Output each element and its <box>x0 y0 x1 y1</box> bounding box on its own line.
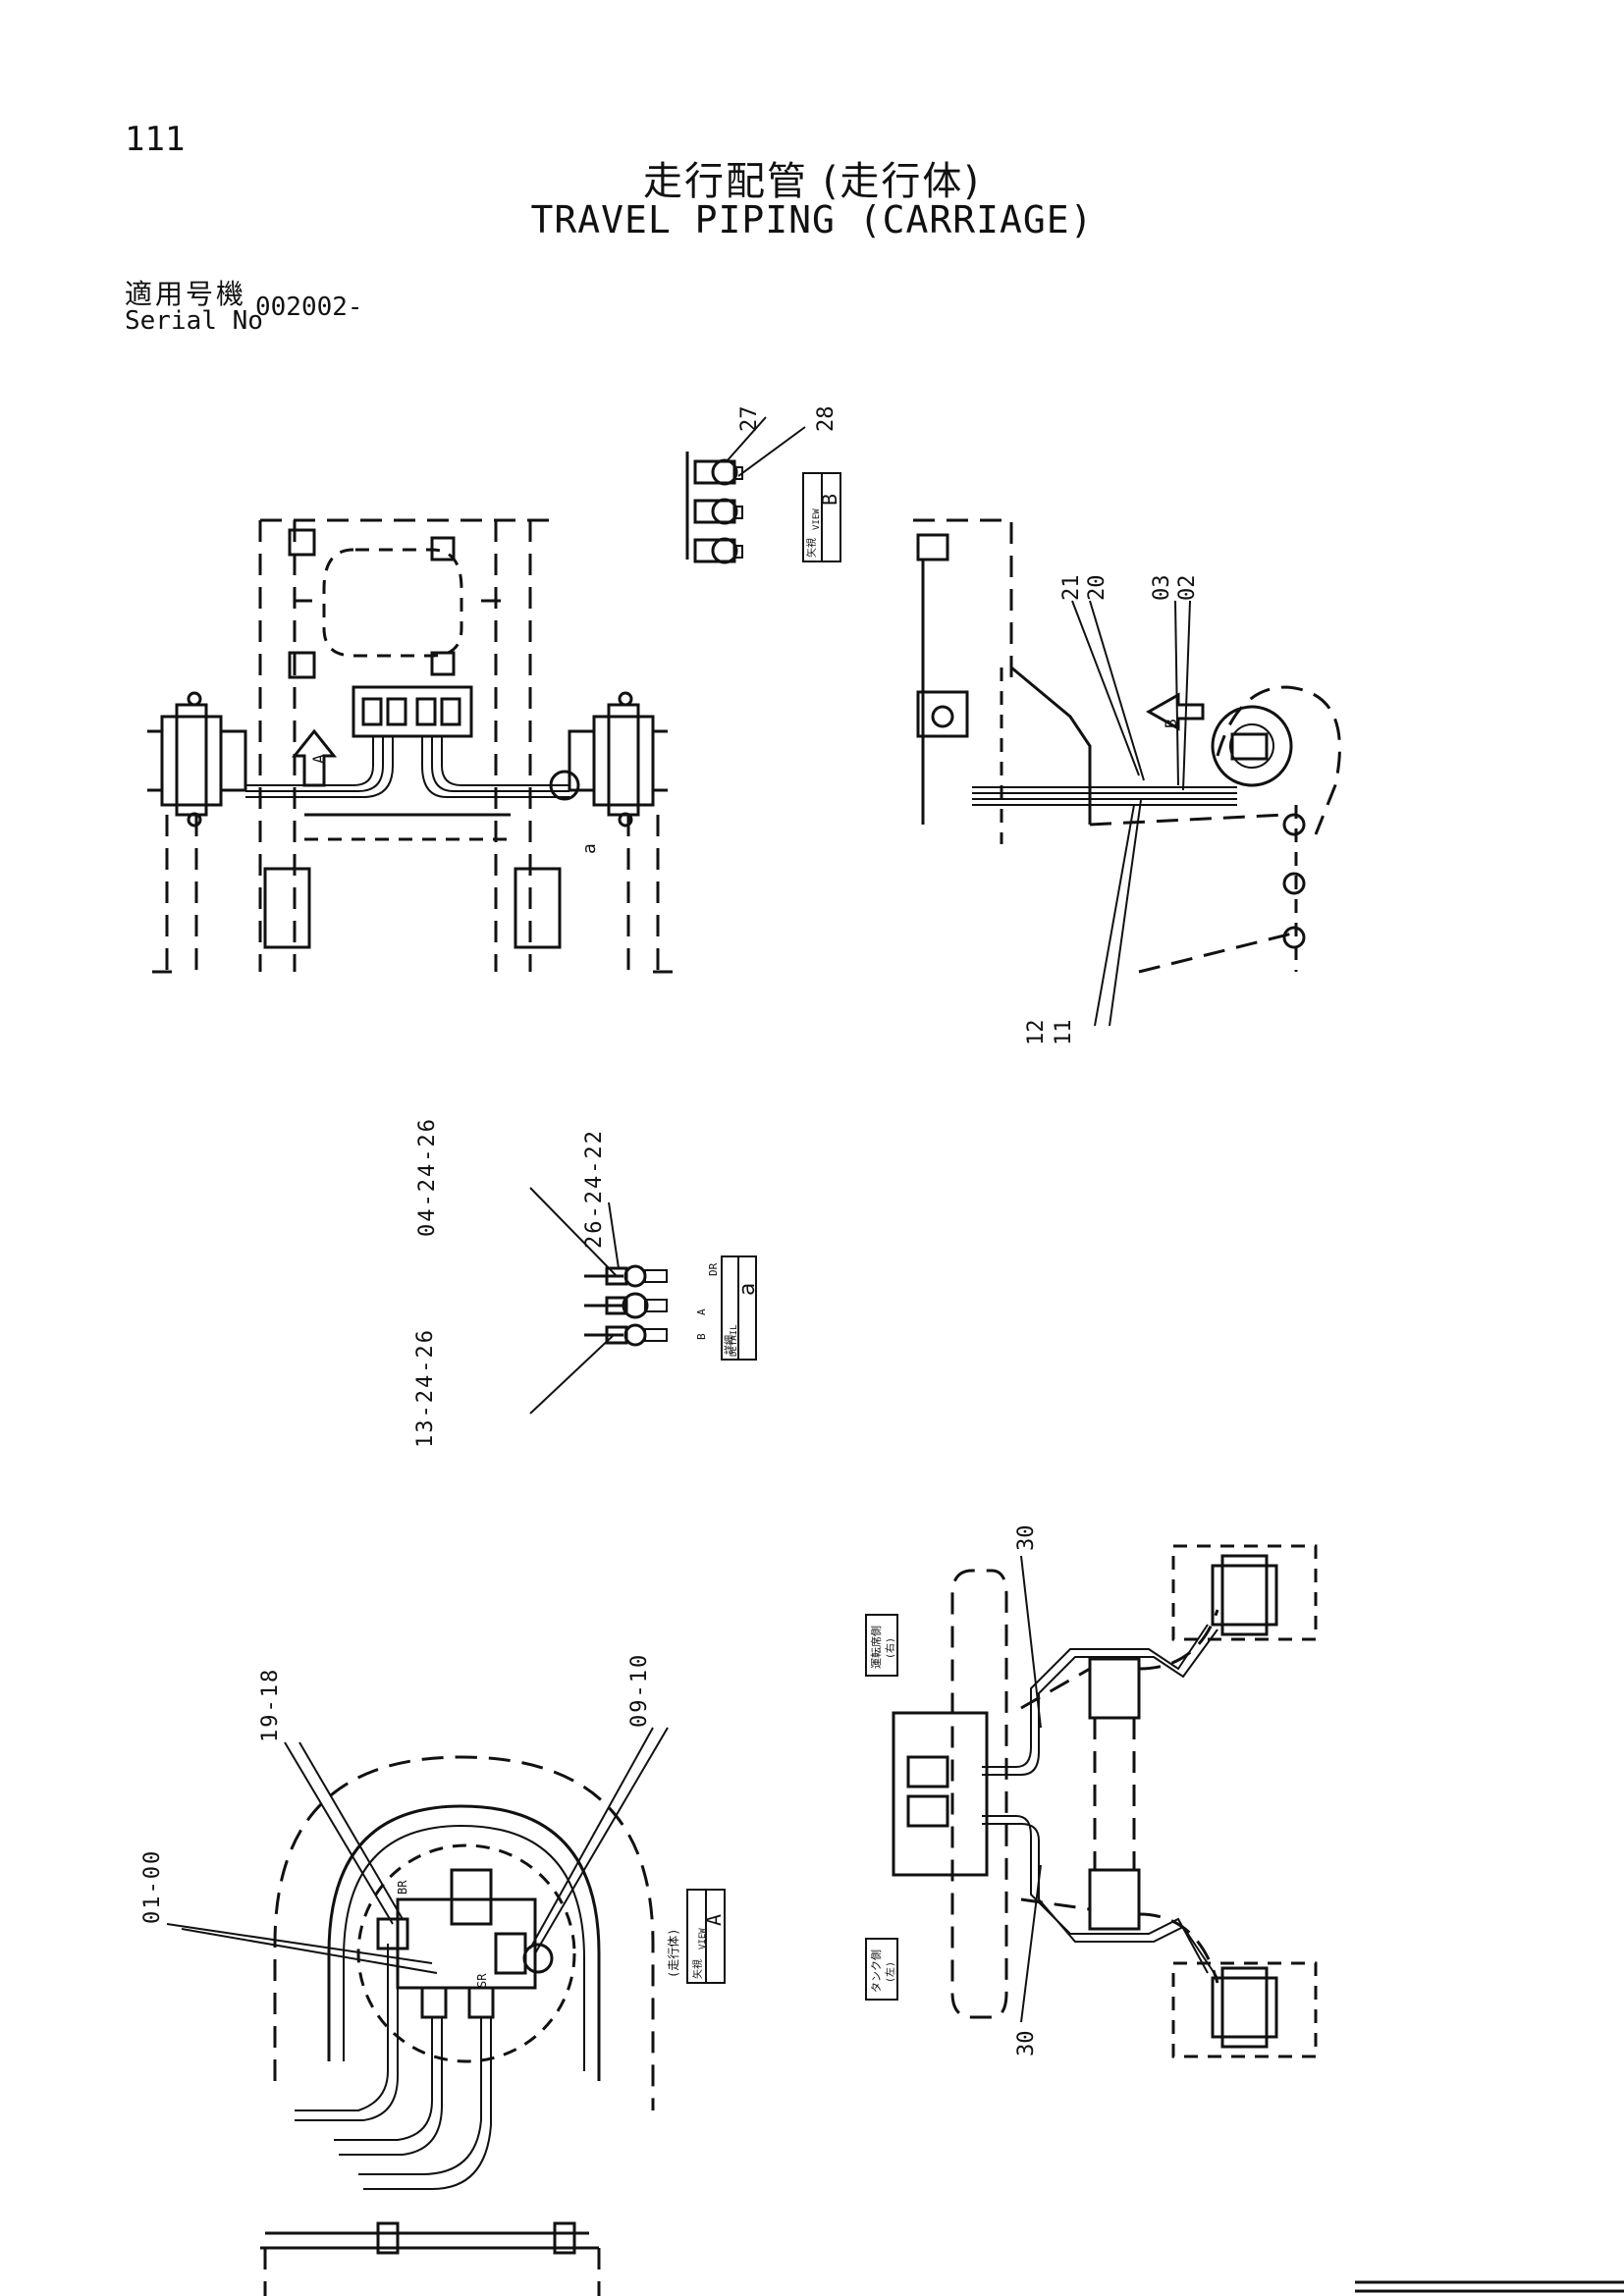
view-b-letter: B <box>818 494 841 506</box>
callout-12: 12 <box>1024 1020 1049 1046</box>
view-b-fitting-detail <box>685 416 806 564</box>
side-right-sub: (右) <box>884 1637 896 1659</box>
serial-number-value: 002002- <box>255 293 363 322</box>
view-a-note: (走行体) <box>667 1929 680 1978</box>
port-label-br: BR <box>396 1880 409 1895</box>
page-number: 111 <box>125 120 186 159</box>
callout-28: 28 <box>814 406 839 433</box>
port-label-b: B <box>695 1333 708 1340</box>
port-label-a: A <box>695 1308 708 1315</box>
arrow-a-letter: A <box>309 754 328 764</box>
view-a-travel-motor <box>166 1727 726 2296</box>
side-left-sub: (左) <box>884 1961 896 1983</box>
view-a-label-en: VIEW <box>698 1928 708 1949</box>
carriage-side-view <box>913 518 1341 1027</box>
callout-27: 27 <box>737 406 762 433</box>
callout-30-top: 30 <box>1014 1525 1039 1552</box>
detail-a-marker: a <box>579 843 600 854</box>
arrow-b-letter: B <box>1162 719 1180 728</box>
carriage-plan-view <box>147 518 673 974</box>
view-b-label-jp: 矢視 <box>805 538 818 558</box>
detail-label-en: DETAIL <box>730 1324 739 1357</box>
view-a-letter: A <box>702 1914 726 1926</box>
callout-04-24-26: 04-24-26 <box>415 1117 440 1237</box>
callout-02: 02 <box>1175 575 1200 602</box>
serial-label-japanese: 適用号機 <box>125 278 247 310</box>
carriage-overall-layout <box>865 1544 1318 2058</box>
view-b-label-en: VIEW <box>812 508 822 530</box>
port-label-dr: DR <box>707 1262 720 1276</box>
callout-19-18: 19-18 <box>258 1668 283 1742</box>
callout-13-24-26: 13-24-26 <box>413 1328 438 1448</box>
callout-20: 20 <box>1085 575 1110 602</box>
serial-label-english: Serial No <box>125 306 263 336</box>
detail-letter: a <box>735 1283 760 1296</box>
callout-03: 03 <box>1150 575 1174 602</box>
callout-11: 11 <box>1052 1020 1076 1046</box>
port-label-sr: SR <box>475 1973 489 1988</box>
title-japanese: 走行配管 (走行体) <box>643 159 981 204</box>
detail-label-jp: 詳細 <box>723 1335 735 1355</box>
callout-30-bottom: 30 <box>1014 2031 1039 2057</box>
side-left-label: タンク側 <box>870 1949 883 1993</box>
view-a-label-jp: 矢視 <box>691 1959 704 1979</box>
side-right-label: 運転席側 <box>869 1626 883 1669</box>
callout-21: 21 <box>1059 575 1084 602</box>
detail-a-fittings <box>529 1187 757 1415</box>
callout-09-10: 09-10 <box>627 1653 652 1728</box>
view-b-label-box <box>802 472 841 562</box>
callout-01-00: 01-00 <box>140 1849 165 1924</box>
callout-26-24-22: 26-24-22 <box>582 1129 607 1249</box>
title-english: TRAVEL PIPING (CARRIAGE) <box>530 198 1094 241</box>
